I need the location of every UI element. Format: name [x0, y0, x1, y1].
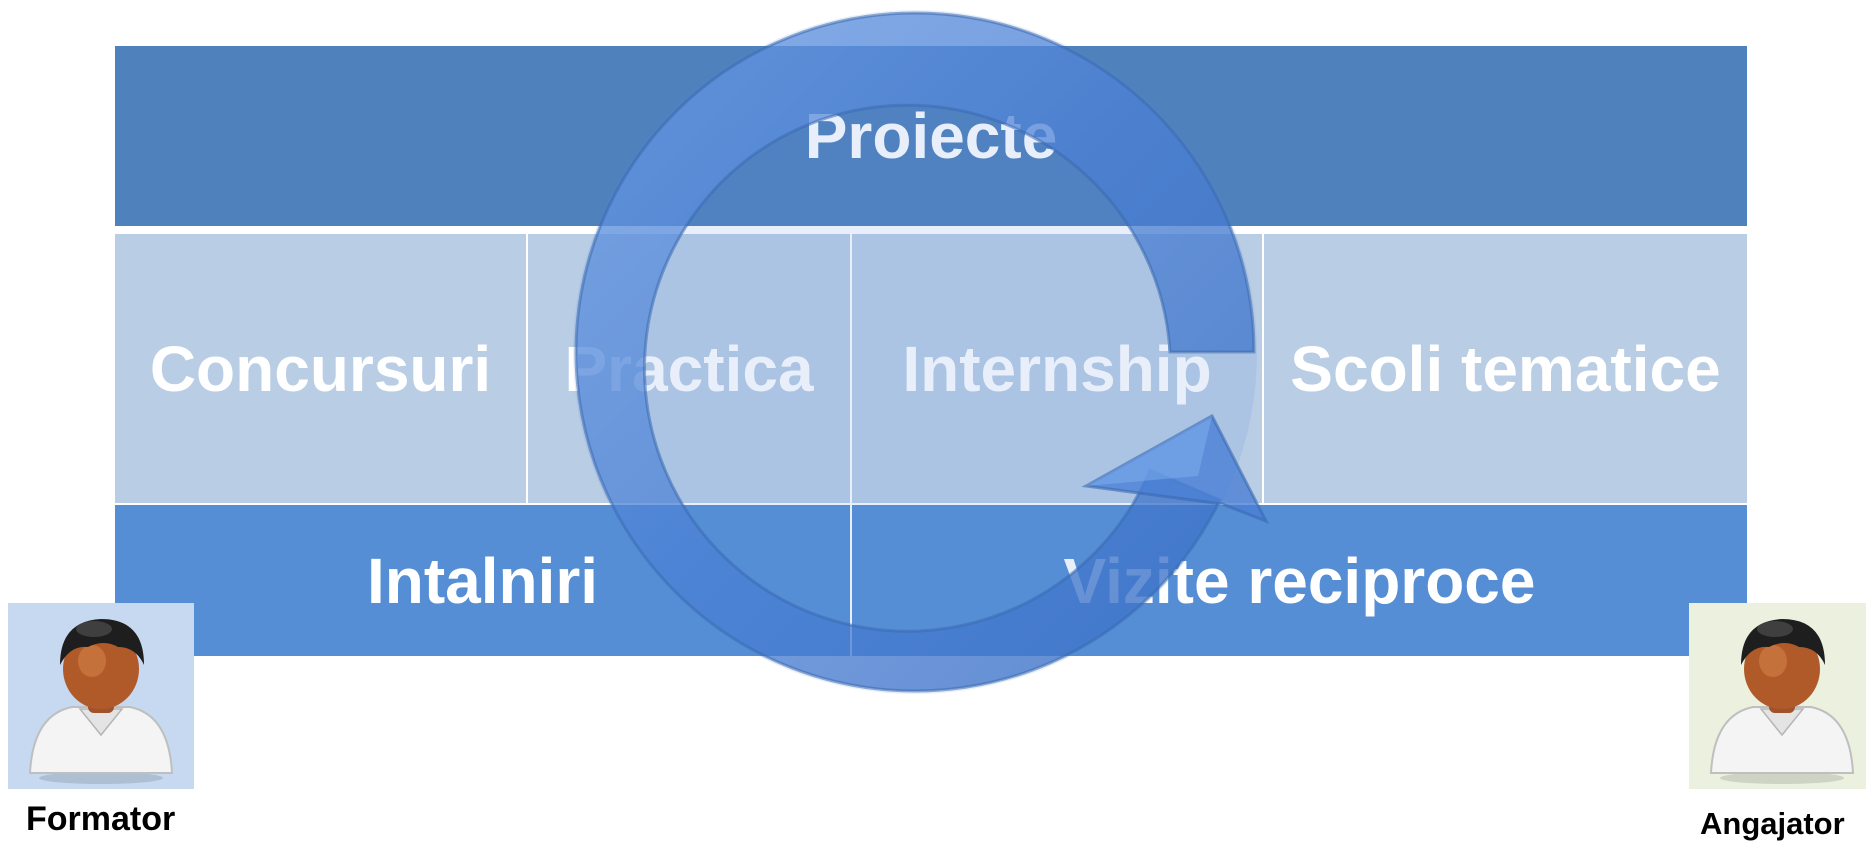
formator-label: Formator — [26, 800, 176, 838]
cell-internship: Internship — [852, 234, 1262, 503]
top-bar-proiecte: Proiecte — [115, 46, 1747, 226]
cell-label: Vizite reciproce — [1063, 544, 1536, 617]
angajator-label: Angajator — [1700, 806, 1845, 841]
cell-scoli-tematice: Scoli tematice — [1264, 234, 1747, 503]
top-bar-label: Proiecte — [804, 100, 1058, 172]
cell-label: Scoli tematice — [1290, 332, 1721, 405]
person-icon — [1709, 619, 1855, 784]
cell-vizite-reciproce: Vizite reciproce — [852, 505, 1747, 656]
formator-avatar — [8, 603, 194, 789]
person-icon — [28, 619, 174, 784]
cell-label: Intalniri — [366, 544, 599, 617]
cell-label: Concursuri — [149, 332, 492, 405]
cell-concursuri: Concursuri — [115, 234, 526, 503]
cell-label: Internship — [902, 332, 1212, 405]
cell-label: Practica — [564, 332, 814, 405]
cell-practica: Practica — [528, 234, 850, 503]
angajator-avatar — [1689, 603, 1866, 789]
cell-intalniri: Intalniri — [115, 505, 850, 656]
